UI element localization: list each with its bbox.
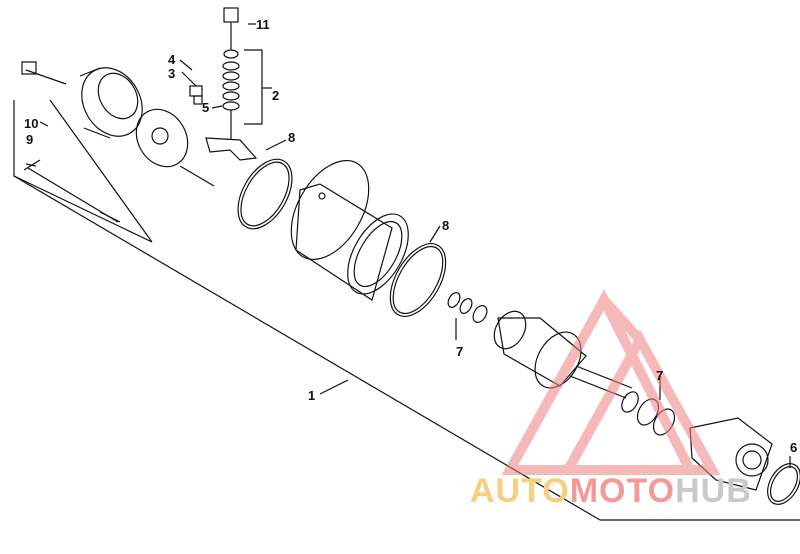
o-ring-6 [767, 463, 800, 505]
brush-plate [135, 108, 189, 168]
callout-8-left: 8 [288, 130, 295, 145]
callout-1: 1 [308, 388, 315, 403]
callout-11: 11 [256, 17, 270, 32]
callout-7-left: 7 [456, 344, 463, 359]
frame-diag [13, 99, 153, 243]
watermark-hub: HUB [675, 472, 752, 510]
part-4 [189, 85, 203, 97]
watermark-auto: AUTO [470, 472, 570, 510]
callout-6: 6 [790, 440, 797, 455]
yoke-housing [295, 183, 393, 301]
callout-3: 3 [168, 66, 175, 81]
o-ring-left [237, 158, 293, 230]
callout-2: 2 [272, 88, 279, 103]
callout-8-right: 8 [442, 218, 449, 233]
front-cover [689, 417, 773, 491]
short-bolt [25, 69, 67, 85]
watermark-logo [501, 289, 721, 475]
watermark-moto: MOTO [569, 472, 676, 510]
watermark-text: AUTOMOTOHUB [470, 472, 752, 511]
callout-4: 4 [168, 52, 176, 67]
callout-7-right: 7 [656, 368, 663, 383]
rear-cover [81, 67, 143, 137]
o-ring-right [389, 243, 447, 317]
callout-9: 9 [26, 132, 33, 147]
callout-10: 10 [24, 116, 38, 131]
brush-bracket [205, 137, 258, 161]
bracket-2 [244, 49, 263, 125]
callout-5: 5 [202, 100, 209, 115]
callouts: 11 2 4 3 5 8 10 9 8 7 1 7 6 [24, 17, 797, 455]
terminal-nut [223, 7, 239, 23]
